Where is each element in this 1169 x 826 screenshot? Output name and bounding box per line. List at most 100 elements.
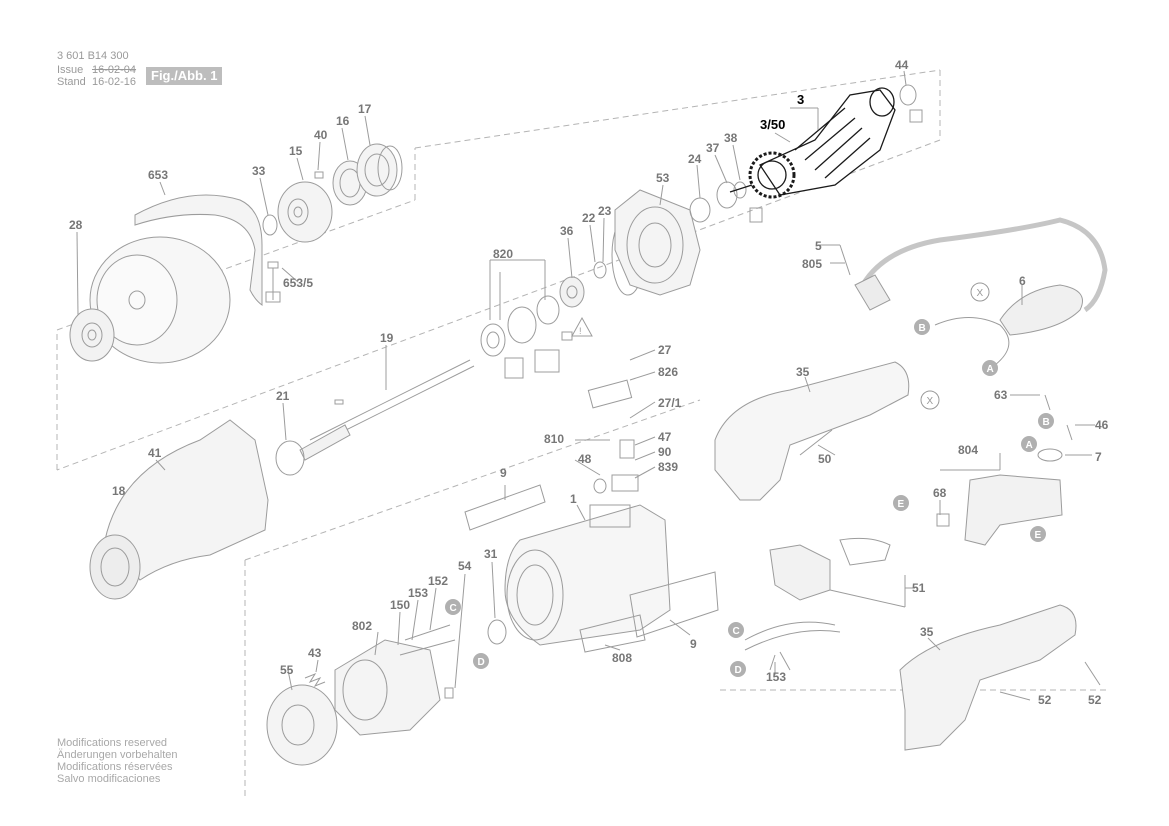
callout-18: 18	[112, 484, 126, 498]
part-38-ring	[733, 181, 747, 199]
callout-153b: 153	[766, 670, 786, 684]
callout-52a: 52	[1038, 693, 1052, 707]
footer-line-2: Änderungen vorbehalten	[57, 749, 178, 761]
callout-7: 7	[1095, 450, 1102, 464]
svg-text:B: B	[1043, 417, 1050, 428]
part-35-handle-lower	[899, 604, 1077, 751]
cross-marks: X X	[920, 282, 990, 410]
part-44-bearing	[899, 84, 923, 123]
part-37-bearing	[716, 181, 738, 209]
part-brush-holder	[587, 379, 639, 494]
part-804-switch	[964, 474, 1063, 546]
callout-38: 38	[724, 131, 738, 145]
part-43-spring	[304, 672, 326, 688]
part-number: 3 601 B14 300	[57, 50, 129, 62]
callout-63: 63	[994, 388, 1008, 402]
callout-33: 33	[252, 164, 266, 178]
callout-53: 53	[656, 171, 670, 185]
badge-d-1: D	[473, 653, 489, 669]
warning-triangle-icon	[571, 316, 593, 337]
leader-lines	[76, 70, 1095, 691]
callout-15: 15	[289, 144, 303, 158]
callout-55: 55	[280, 663, 294, 677]
part-53-gear-housing	[614, 189, 701, 296]
warning-symbol: !	[579, 326, 582, 336]
part-68-plate	[936, 513, 950, 527]
badge-e-2: E	[1030, 526, 1046, 542]
part-33-ring	[262, 214, 278, 236]
callout-21: 21	[276, 389, 290, 403]
part-18-nose-housing	[89, 419, 269, 600]
callout-43: 43	[308, 646, 322, 660]
callout-68: 68	[933, 486, 947, 500]
part-28-disc	[69, 236, 231, 364]
part-17-bearing	[356, 143, 403, 197]
svg-text:E: E	[1035, 530, 1042, 541]
part-46-screw	[1066, 424, 1073, 441]
part-3-armature	[729, 87, 896, 199]
part-9-label-lower	[629, 571, 719, 638]
callout-6: 6	[1019, 274, 1026, 288]
part-22-ring	[593, 261, 607, 279]
cross-mark-2: X	[920, 390, 940, 410]
callout-51: 51	[912, 581, 926, 595]
callout-40: 40	[314, 128, 328, 142]
callout-54: 54	[458, 559, 472, 573]
callout-802: 802	[352, 619, 372, 633]
part-35-handle-upper	[714, 361, 910, 501]
callout-46: 46	[1095, 418, 1109, 432]
issue-date: 16-02-04	[92, 64, 137, 76]
callout-27-1: 27/1	[658, 396, 682, 410]
wire-b-a	[934, 317, 1010, 366]
callout-37: 37	[706, 141, 720, 155]
svg-text:C: C	[733, 626, 740, 637]
part-808-plate	[579, 614, 646, 653]
callout-653-5: 653/5	[283, 276, 313, 290]
callout-50: 50	[818, 452, 832, 466]
callout-16: 16	[336, 114, 350, 128]
part-1-motor-housing	[504, 504, 671, 646]
part-51-electronics	[769, 537, 906, 608]
part-38-tag	[749, 207, 763, 223]
callout-47: 47	[658, 430, 672, 444]
callout-810: 810	[544, 432, 564, 446]
part-52-screw-a	[999, 691, 1031, 701]
part-15-flange	[277, 181, 333, 243]
part-153-wires	[744, 621, 841, 671]
svg-text:D: D	[478, 657, 485, 668]
part-19-spindle	[299, 359, 475, 461]
part-36-pinion	[559, 276, 585, 308]
part-152-wire	[404, 624, 451, 641]
callout-labels: 44 3 3/50 38 37 24 53 23 22 36 820 653 6…	[69, 58, 1109, 707]
callout-3: 3	[797, 92, 804, 107]
callout-826: 826	[658, 365, 678, 379]
footer-line-1: Modifications reserved	[57, 737, 168, 749]
part-54-clip	[444, 687, 454, 699]
badge-a-1: A	[982, 360, 998, 376]
badge-c-1: C	[445, 599, 461, 615]
part-40-key	[314, 171, 324, 179]
callout-9b: 9	[690, 637, 697, 651]
badge-b-1: B	[914, 319, 930, 335]
callout-653: 653	[148, 168, 168, 182]
part-24-washer	[689, 197, 711, 223]
connection-badges: B A B A E E C D C D	[445, 319, 1054, 677]
callout-5: 5	[815, 239, 822, 253]
callout-804: 804	[958, 443, 978, 457]
callout-805: 805	[802, 257, 822, 271]
callout-27: 27	[658, 343, 672, 357]
callout-22: 22	[582, 211, 596, 225]
part-150-wire	[399, 639, 456, 656]
part-7-clip	[1037, 448, 1063, 462]
svg-text:B: B	[919, 323, 926, 334]
callout-17: 17	[358, 102, 372, 116]
footer-line-4: Salvo modificaciones	[57, 773, 161, 785]
callout-44: 44	[895, 58, 909, 72]
callout-90: 90	[658, 445, 672, 459]
part-6-grommet	[999, 284, 1083, 336]
svg-text:C: C	[450, 603, 457, 614]
part-820-bearing-set	[480, 295, 573, 379]
svg-text:A: A	[1026, 440, 1033, 451]
part-21-ring	[275, 440, 305, 476]
